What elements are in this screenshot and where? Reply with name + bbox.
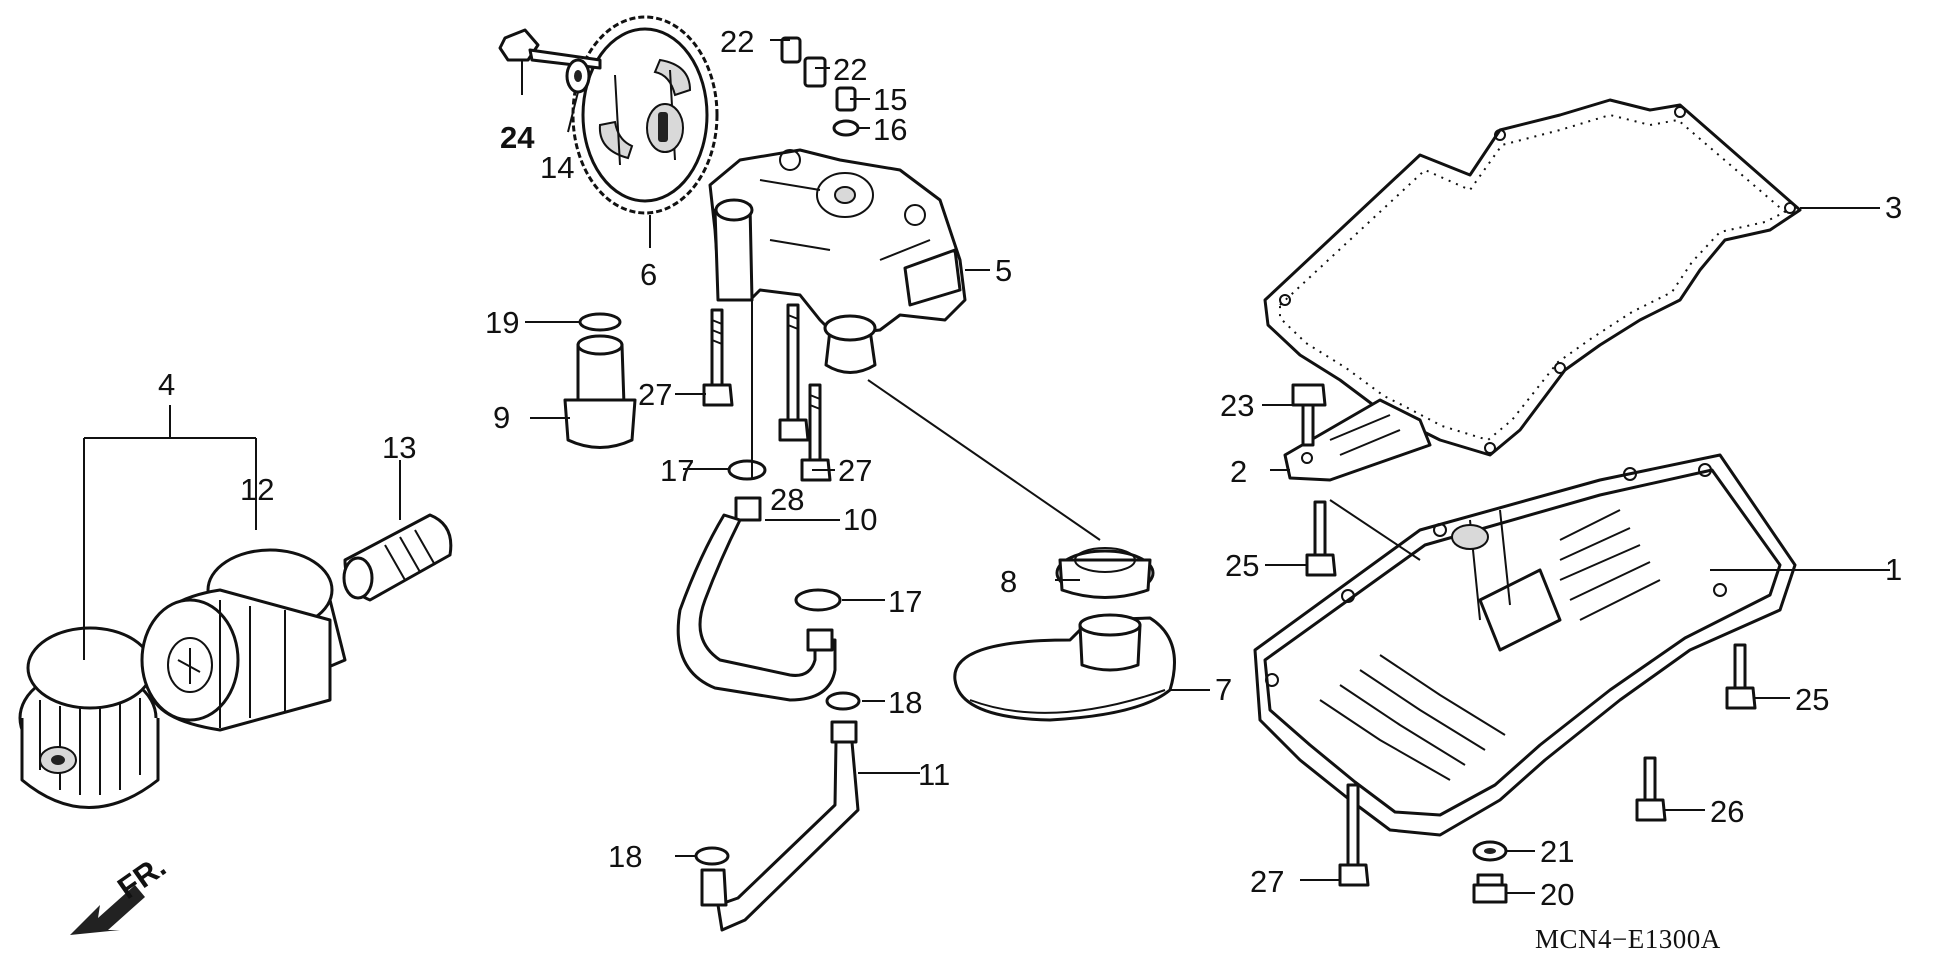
- callout-11: 11: [918, 757, 950, 792]
- leader-lines: [83, 39, 1890, 894]
- callout-28: 28: [770, 482, 804, 517]
- callout-23: 23: [1220, 388, 1254, 423]
- callout-6: 6: [640, 257, 657, 292]
- oil-pan-drawing: [1253, 453, 1797, 837]
- oil-pipe-upper-drawing: [676, 459, 842, 702]
- callout-12: 12: [240, 472, 274, 507]
- oil-filter-cap-drawing: [18, 626, 160, 809]
- oil-filter-nipple-drawing: [342, 513, 453, 602]
- callout-10: 10: [843, 502, 877, 537]
- oil-filter-drawing: [140, 548, 347, 732]
- pump-bolt-drawings: [702, 303, 832, 482]
- callout-8: 8: [1000, 564, 1017, 599]
- oil-pipe-lower-drawing: [694, 691, 861, 932]
- callout-14: 14: [540, 150, 574, 185]
- callout-5: 5: [995, 253, 1012, 288]
- oil-joint-drawing: [563, 312, 637, 449]
- sprocket-bolt-drawing: [498, 28, 602, 94]
- callout-27-upper: 27: [638, 377, 672, 412]
- oil-pump-drawing: [708, 148, 967, 374]
- callout-26: 26: [1710, 794, 1744, 829]
- callout-9: 9: [493, 400, 510, 435]
- diagram-code: MCN4−E1300A: [1535, 924, 1721, 954]
- callout-3: 3: [1885, 190, 1902, 225]
- pan-bolt-drawings: [1305, 500, 1757, 904]
- callout-18-lower: 18: [608, 839, 642, 874]
- callout-22-right: 22: [833, 52, 867, 87]
- baffle-plate-drawing: [1283, 383, 1432, 482]
- front-direction-label: FR.: [111, 849, 172, 906]
- callout-7: 7: [1215, 672, 1232, 707]
- callout-27-middle: 27: [838, 453, 872, 488]
- callout-22-left: 22: [720, 24, 754, 59]
- callout-25-right: 25: [1795, 682, 1829, 717]
- callout-labels: 1 2 3 4 5 6 7 8 9 10 11 12 13 14 15 16 1…: [158, 24, 1902, 912]
- callout-17-lower: 17: [888, 584, 922, 619]
- callout-13: 13: [382, 430, 416, 465]
- oil-strainer-drawing: [953, 547, 1176, 722]
- callout-19: 19: [485, 305, 519, 340]
- front-direction-arrow: [70, 885, 145, 935]
- callout-25-left: 25: [1225, 548, 1259, 583]
- callout-18-upper: 18: [888, 685, 922, 720]
- callout-4: 4: [158, 367, 175, 402]
- callout-20: 20: [1540, 877, 1574, 912]
- callout-1: 1: [1885, 552, 1902, 587]
- callout-27-lower: 27: [1250, 864, 1284, 899]
- callout-16: 16: [873, 112, 907, 147]
- callout-21: 21: [1540, 834, 1574, 869]
- oil-pump-sprocket-drawing: [571, 15, 719, 215]
- oil-pan-gasket-drawing: [1263, 98, 1802, 457]
- callout-17-upper: 17: [660, 453, 694, 488]
- callout-2: 2: [1230, 454, 1247, 489]
- callout-15: 15: [873, 82, 907, 117]
- callout-24: 24: [500, 120, 535, 155]
